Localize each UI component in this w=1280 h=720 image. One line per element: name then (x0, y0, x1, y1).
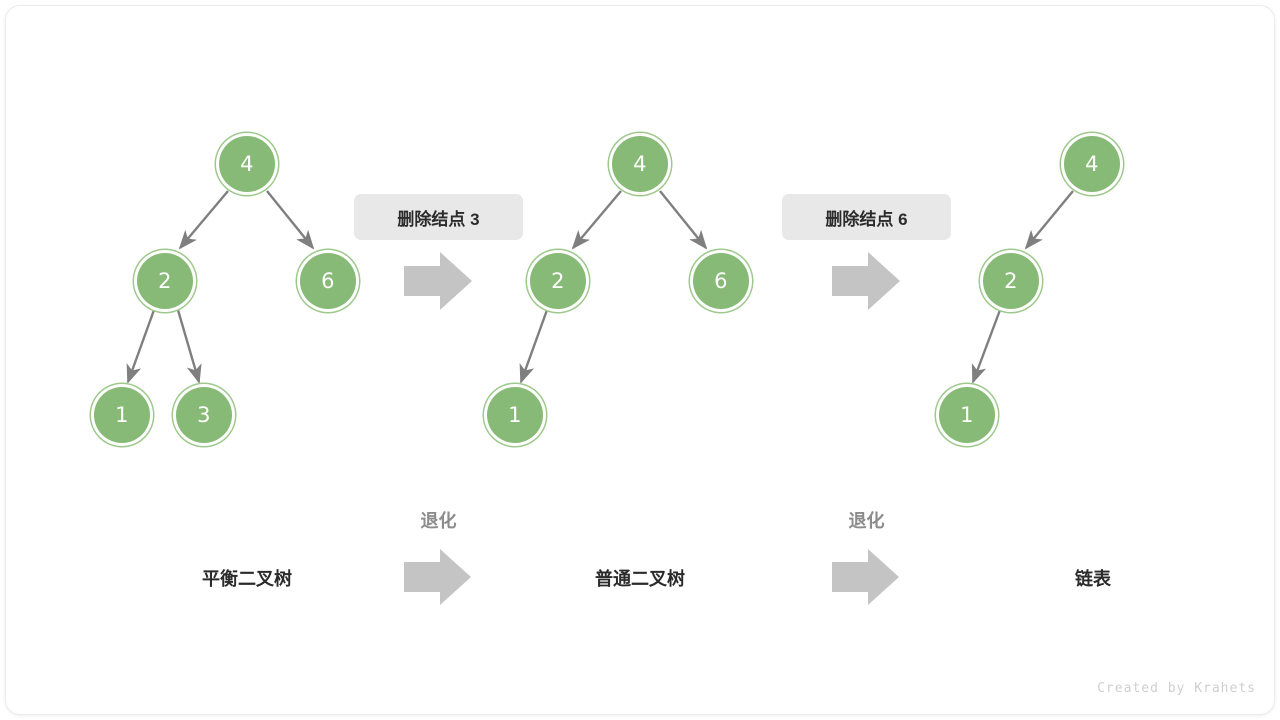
edge-2-to-1 (519, 309, 549, 384)
edge-2-to-1 (126, 309, 156, 384)
tree-node[interactable]: 2 (137, 253, 193, 309)
stage-2-edges (519, 190, 708, 384)
transition-caption-1: 退化 (420, 511, 457, 531)
stage-3-edges (971, 190, 1074, 384)
stage-caption-balanced-tree: 平衡二叉树 (202, 569, 292, 589)
tree-node[interactable]: 2 (983, 253, 1039, 309)
stage-caption-linked-list: 链表 (1075, 569, 1111, 589)
transition-caption-2: 退化 (848, 511, 885, 531)
operation-label-delete-3: 删除结点 3 (354, 194, 523, 240)
stage-1-edges (126, 190, 315, 384)
edge-2-to-1 (971, 309, 1002, 384)
tree-node[interactable]: 1 (939, 387, 995, 443)
edge-4-to-2 (1024, 190, 1074, 250)
block-arrow-transition-1 (404, 252, 472, 310)
edge-4-to-2 (178, 190, 229, 250)
tree-node[interactable]: 4 (1064, 136, 1120, 192)
tree-node[interactable]: 1 (487, 387, 543, 443)
tree-node[interactable]: 4 (612, 136, 668, 192)
tree-node[interactable]: 3 (176, 387, 232, 443)
edge-2-to-3 (176, 309, 202, 384)
diagram-card (6, 6, 1274, 714)
edge-4-to-2 (571, 190, 622, 250)
tree-node[interactable]: 6 (300, 253, 356, 309)
tree-node[interactable]: 4 (219, 136, 275, 192)
block-arrow-transition-2 (832, 252, 900, 310)
edge-4-to-6 (266, 190, 315, 250)
block-arrow-caption-1 (404, 549, 471, 605)
operation-label-delete-6: 删除结点 6 (782, 194, 951, 240)
edge-4-to-6 (659, 190, 708, 250)
tree-node[interactable]: 2 (530, 253, 586, 309)
watermark: Created by Krahets (1097, 681, 1256, 696)
tree-node[interactable]: 6 (693, 253, 749, 309)
stage-caption-ordinary-tree: 普通二叉树 (595, 569, 685, 589)
tree-node[interactable]: 1 (94, 387, 150, 443)
block-arrow-caption-2 (832, 549, 899, 605)
